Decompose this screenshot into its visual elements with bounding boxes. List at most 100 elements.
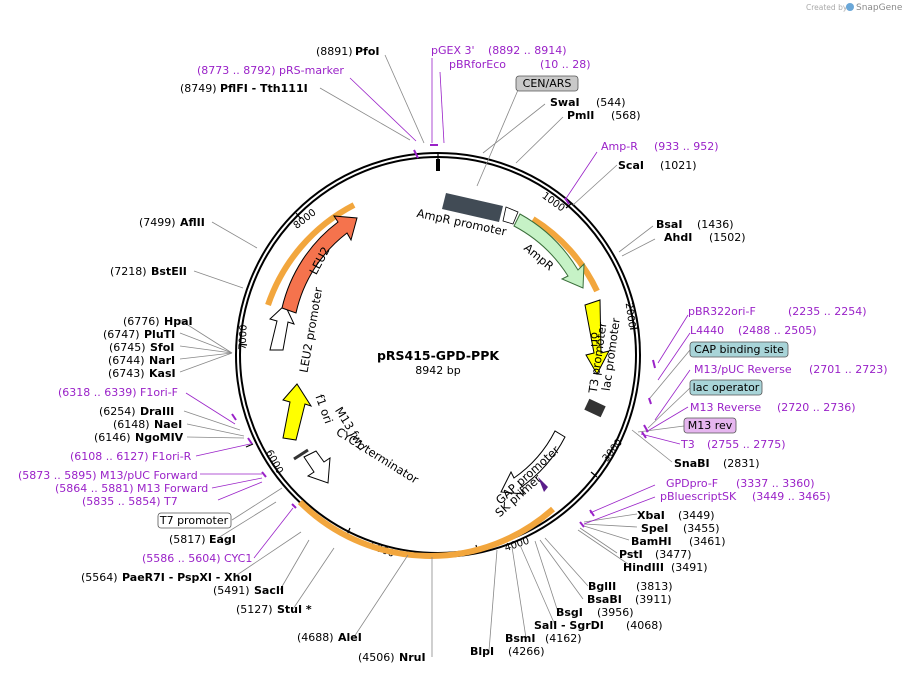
cen-ars-box[interactable]: [515, 75, 579, 92]
created-by-text: Created by: [806, 3, 848, 12]
primer-ticks: [231, 144, 656, 528]
sacii-name: SacII: [254, 584, 284, 597]
gap-promoter-arrow[interactable]: [500, 430, 566, 495]
l4440-pos: (2488 .. 2505): [738, 324, 817, 337]
tick-2000: 2000: [623, 302, 637, 329]
bsai-pos: (1436): [697, 218, 734, 231]
nrui-name: NruI: [399, 651, 426, 664]
cap-site-box[interactable]: [689, 341, 789, 358]
pgex3-pos: (8892 .. 8914): [488, 44, 567, 57]
ring-ticks: [238, 153, 639, 554]
kasi-name: KasI: [149, 367, 176, 380]
m13puc-fwd-label: (5873 .. 5895) M13/pUC Forward: [18, 469, 198, 482]
sfoi-name: SfoI: [150, 341, 174, 354]
amp-r-label: Amp-R: [601, 140, 638, 153]
stui-name: StuI *: [277, 603, 312, 616]
hpai-name: HpaI: [164, 315, 193, 328]
leu2-arrow[interactable]: [281, 215, 358, 314]
ngomiv-pos: (6146): [94, 431, 131, 444]
t3-label: T3: [680, 438, 695, 451]
scai-pos: (1021): [660, 159, 697, 172]
kasi-pos: (6743): [108, 367, 145, 380]
lac-operator-block: [584, 398, 606, 418]
site-leader-lines: [179, 54, 673, 657]
m13-rev-box[interactable]: [683, 417, 737, 434]
t7-promoter-box[interactable]: [157, 512, 232, 529]
m13-fwd-mark: [293, 448, 309, 461]
ampr-promoter-arrow[interactable]: [442, 193, 503, 222]
leu2-promoter-label: LEU2 promoter: [297, 286, 326, 374]
bamhi-pos: (3461): [689, 535, 726, 548]
xhoi-name: PaeR7I - PspXI - XhoI: [122, 571, 252, 584]
ampr-promoter-end: [502, 206, 519, 225]
m13-forward-label: (5864 .. 5881) M13 Forward: [55, 482, 208, 495]
ori-arrow[interactable]: [584, 299, 610, 376]
sali-name: SalI - SgrDI: [534, 619, 604, 632]
pluti-name: PluTI: [144, 328, 175, 341]
pluti-pos: (6747): [103, 328, 140, 341]
pflfi-pos: (8749): [180, 82, 217, 95]
plasmid-name: pRS415-GPD-PPK: [377, 348, 500, 363]
hindiii-name: HindIII: [623, 561, 664, 574]
bsmi-pos: (4162): [545, 632, 582, 645]
m13-reverse-pos: (2720 .. 2736): [777, 401, 856, 414]
xbai-pos: (3449): [678, 509, 715, 522]
gap-promoter-label: GAP promoter: [493, 443, 563, 508]
nari-pos: (6744): [108, 354, 145, 367]
lac-operator-label: lac operator: [693, 381, 760, 394]
ahdi-pos: (1502): [709, 231, 746, 244]
cyc1-primer-label: (5586 .. 5604) CYC1: [142, 552, 252, 565]
m13puc-rev-pos: (2701 .. 2723): [809, 363, 888, 376]
stui-pos: (5127): [236, 603, 273, 616]
ampr-arrow[interactable]: [513, 213, 585, 289]
t7-primer-label: (5835 .. 5854) T7: [82, 495, 178, 508]
ampr-highlight: [531, 216, 600, 293]
blpi-name: BlpI: [470, 645, 494, 658]
leu2-highlight: [265, 202, 356, 306]
leu2-promoter-arrow[interactable]: [269, 304, 295, 351]
xhoi-pos: (5564): [81, 571, 118, 584]
t7-promoter-label: T7 promoter: [159, 514, 229, 527]
draiii-pos: (6254): [99, 405, 136, 418]
aflii-pos: (7499): [139, 216, 176, 229]
bsmi-name: BsmI: [505, 632, 536, 645]
xbai-name: XbaI: [637, 509, 665, 522]
plasmid-size: 8942 bp: [415, 364, 460, 377]
swai-pos: (544): [596, 96, 626, 109]
snabi-name: SnaBI: [674, 457, 710, 470]
gpdpro-pos: (3337 .. 3360): [736, 477, 815, 490]
bglii-name: BglII: [588, 580, 616, 593]
pbrforeco-label: pBRforEco: [449, 58, 506, 71]
f1ori-f-label: (6318 .. 6339) F1ori-F: [58, 386, 178, 399]
pflfi-name: PflFI - Tth111I: [220, 82, 308, 95]
f1ori-r-label: (6108 .. 6127) F1ori-R: [70, 450, 192, 463]
draiii-name: DraIII: [140, 405, 174, 418]
bsgi-pos: (3956): [597, 606, 634, 619]
pbluescript-pos: (3449 .. 3465): [752, 490, 831, 503]
f1-ori-arrow[interactable]: [282, 383, 313, 441]
lac-operator-box[interactable]: [689, 379, 763, 396]
pbr322ori-pos: (2235 .. 2254): [788, 305, 867, 318]
cyc1-terminator-arrow[interactable]: [303, 450, 331, 484]
eagi-name: EagI: [209, 533, 236, 546]
ngomiv-name: NgoMIV: [135, 431, 184, 444]
gpdpro-label: GPDpro-F: [666, 477, 718, 490]
spei-pos: (3455): [683, 522, 720, 535]
spei-name: SpeI: [641, 522, 668, 535]
tick-7000: 7000: [238, 324, 250, 350]
ori-label: ori: [588, 332, 602, 347]
pbr322ori-label: pBR322ori-F: [688, 305, 756, 318]
pfoi-pos: (8891): [316, 45, 353, 58]
sacii-pos: (5491): [213, 584, 250, 597]
nrui-pos: (4506): [358, 651, 395, 664]
f1-ori-label: f1 ori: [312, 392, 335, 425]
snabi-pos: (2831): [723, 457, 760, 470]
bsteii-name: BstEII: [151, 265, 187, 278]
bsgi-name: BsgI: [556, 606, 583, 619]
primer-leader-lines: [185, 58, 691, 559]
aflii-name: AflII: [180, 216, 205, 229]
snapgene-brand: SnapGene: [856, 3, 903, 13]
psti-name: PstI: [619, 548, 643, 561]
sali-pos: (4068): [626, 619, 663, 632]
bglii-pos: (3813): [636, 580, 673, 593]
